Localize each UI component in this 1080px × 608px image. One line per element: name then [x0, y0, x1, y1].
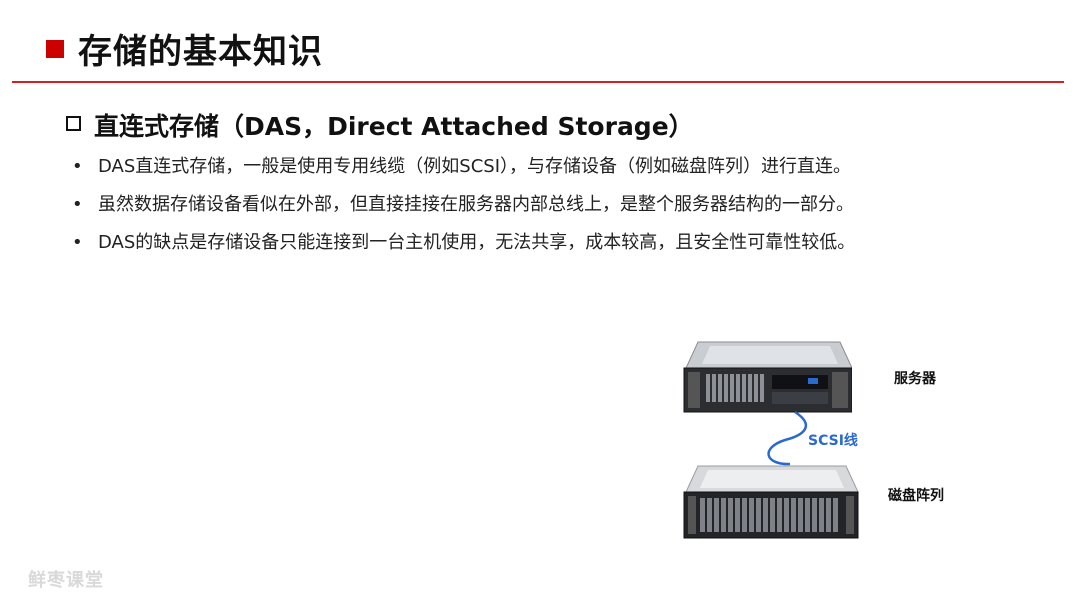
- bullet-text: DAS的缺点是存储设备只能连接到一台主机使用，无法共享，成本较高，且安全性可靠性…: [98, 232, 856, 253]
- server-image: [683, 341, 852, 413]
- slide-header: 存储的基本知识: [0, 0, 1080, 84]
- disk-array-label: 磁盘阵列: [888, 488, 944, 504]
- slide-title: 存储的基本知识: [78, 32, 323, 72]
- bullet-dot-icon: •: [72, 232, 83, 253]
- title-marker-square: [46, 40, 64, 58]
- bullet-dot-icon: •: [72, 156, 83, 177]
- bullet-dot-icon: •: [72, 194, 83, 215]
- watermark-text: 鲜枣课堂: [28, 570, 104, 591]
- title-divider: [12, 81, 1064, 83]
- section-heading-text: 直连式存储（DAS，Direct Attached Storage）: [94, 112, 694, 141]
- hollow-square-icon: [66, 116, 81, 131]
- das-diagram: 服务器 SCSI线 磁盘阵列: [670, 330, 970, 560]
- server-label: 服务器: [894, 371, 936, 387]
- bullet-text: DAS直连式存储，一般是使用专用线缆（例如SCSI），与存储设备（例如磁盘阵列）…: [98, 156, 852, 177]
- scsi-cable-line: [767, 410, 808, 466]
- disk-array-image: [683, 465, 859, 539]
- bullet-text: 虽然数据存储设备看似在外部，但直接挂接在服务器内部总线上，是整个服务器结构的一部…: [98, 194, 854, 215]
- scsi-cable-label: SCSI线: [808, 433, 858, 449]
